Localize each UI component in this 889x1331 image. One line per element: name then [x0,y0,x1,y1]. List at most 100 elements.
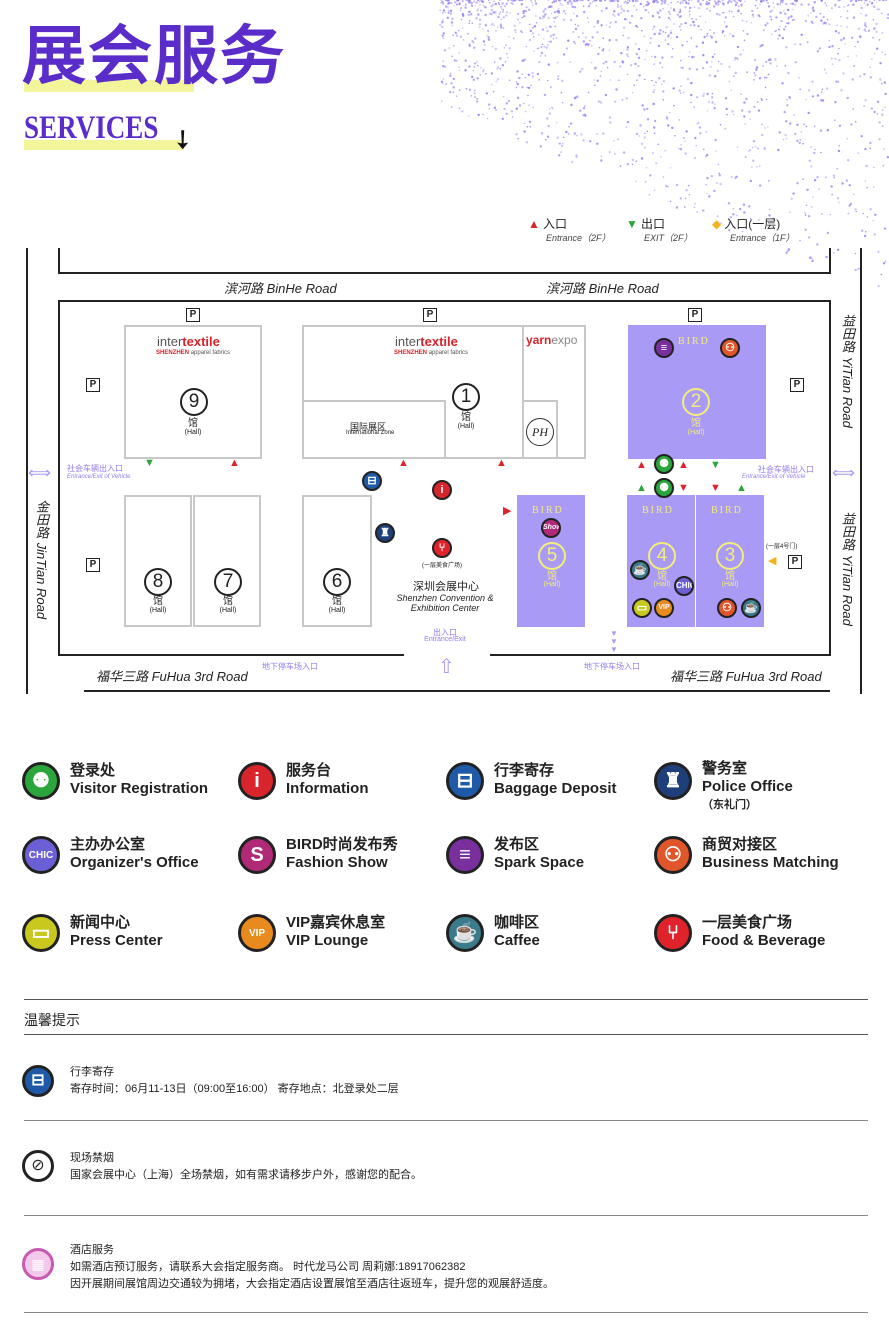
hall-label: 馆 [461,412,471,423]
legend-label: 入口(一层) [724,217,781,231]
entrance-arrow-icon: ▲ [398,457,409,469]
registration-icon[interactable]: ⚉ [654,478,674,498]
intertextile-sublogo: SHENZHEN apparel fabrics [156,350,231,356]
service-label-en: Business Matching [702,854,839,871]
press-center-icon[interactable]: ▭ [632,598,652,618]
road-label-yitian: 益田路 YiTian Road [840,512,855,626]
service-label-en: Visitor Registration [70,780,209,797]
arrow-up-icon: ⇧ [438,656,455,678]
red-arrow-up-icon: ▲ [528,217,540,231]
fashion-show-icon[interactable]: Shows [541,518,561,538]
service-label-cn: 登录处 [70,762,116,779]
hall-number: 6 [323,568,351,596]
food-court-label: (一层美食广场) [422,563,462,569]
entrance-arrow-icon: ▼ [678,482,689,494]
tip-hotel: 酒店服务 如需酒店预订服务，请联系大会指定服务商。 时代龙马公司 周莉娜:189… [70,1242,554,1293]
road-line [490,654,831,656]
road-line [84,690,830,692]
road-label-binhe: 滨河路 BinHe Road [224,281,337,296]
international-zone[interactable] [302,400,446,459]
legend-exit-2f: ▼ 出口 EXIT（2F） [626,218,693,245]
coffee-icon[interactable]: ☕ [630,560,650,580]
coffee-icon[interactable]: ☕ [741,598,761,618]
service-label-en: Baggage Deposit [494,780,617,797]
service-label-en: Spark Space [494,854,585,871]
food-icon[interactable]: ⑂ [432,538,452,558]
exit-arrow-icon: ▼ [144,457,155,469]
registration-icon[interactable]: ⚉ [654,454,674,474]
subtitle-highlight [24,140,184,150]
coffee-icon: ☕ [446,914,484,952]
parking-icon: P [423,308,437,322]
parking-entrance-label: 地下停车场入口 [262,662,318,671]
chevrons-down-icon: ▼▼▼ [610,629,618,654]
road-line [58,272,831,274]
hall-7[interactable] [193,495,261,627]
hall-sublabel: (Hall) [184,429,202,436]
main-exit-label: 出入口 [433,628,457,637]
vip-lounge-icon: VIP [238,914,276,952]
hall-6[interactable] [302,495,372,627]
spark-space-icon[interactable]: ≡ [654,338,674,358]
double-arrow-icon: ⟺ [832,465,855,482]
main-exit-sublabel: Entrance/Exit [424,636,466,643]
center-sublabel: Exhibition Center [410,603,480,613]
entrance-arrow-icon: ▼ [710,482,721,494]
arrow-down-right-icon: ➘ [164,120,202,158]
legend-label: 出口 [640,217,665,231]
police-icon[interactable]: ♜ [375,523,395,543]
yarnexpo-logo: yarnexpo [526,333,578,347]
baggage-icon[interactable]: ⊟ [362,471,382,491]
road-label-yitian: 益田路 YiTian Road [840,314,855,428]
road-line [58,654,404,656]
service-label-cn: 商贸对接区 [702,836,778,853]
business-matching-icon[interactable]: ⚇ [717,598,737,618]
tip-body: 因开展期间展馆周边交通较为拥堵，大会指定酒店设置展馆至酒店往返班车，提升您的观展… [70,1278,554,1290]
service-label-en: Information [286,780,369,797]
tip-body: 如需酒店预订服务，请联系大会指定服务商。 时代龙马公司 周莉娜:18917062… [70,1261,466,1273]
intertextile-logo: intertextile [395,334,458,349]
divider [24,1215,868,1216]
parking-icon: P [790,378,804,392]
tip-baggage: 行李寄存 寄存时间：06月11-13日（09:00至16:00） 寄存地点：北登… [70,1064,399,1098]
service-label-cn: 咖啡区 [494,914,540,931]
hall-number: 8 [144,568,172,596]
no-smoking-icon: ⊘ [22,1150,54,1182]
business-matching-icon[interactable]: ⚇ [720,338,740,358]
service-label-en: Organizer's Office [70,854,199,871]
legend-label: 入口 [542,217,567,231]
service-label-cn: 服务台 [286,762,332,779]
hall-8[interactable] [124,495,192,627]
road-line [26,248,28,694]
yellow-arrow-icon: ◆ [712,217,722,231]
entrance-arrow-icon: ▲ [496,457,507,469]
tip-body: 寄存时间：06月11-13日（09:00至16:00） 寄存地点：北登录处二层 [70,1083,399,1095]
green-arrow-down-icon: ▼ [626,217,638,231]
intl-zone-label: 国际展区 [350,422,387,432]
divider [24,999,868,1000]
divider [24,1120,868,1121]
legend-entrance-2f: ▲ 入口 Entrance（2F） [528,218,611,245]
parking-icon: P [86,558,100,572]
hall-label: 馆 [657,571,667,582]
entrance-arrow-icon: ▲ [678,459,689,471]
police-icon: ♜ [654,762,692,800]
vip-lounge-icon[interactable]: VIP [654,598,674,618]
organizer-icon[interactable]: CHIC [674,576,694,596]
road-label-jintian: 金田路 JinTian Road [34,500,49,620]
divider [24,1312,868,1313]
hall-sublabel: (Hall) [149,607,167,614]
entrance-arrow-icon: ▲ [229,457,240,469]
spark-space-icon: ≡ [446,836,484,874]
entrance-arrow-right-icon: ▶ [503,505,512,517]
tip-smoking: 现场禁烟 国家会展中心（上海）全场禁烟，如有需求请移步户外，感谢您的配合。 [70,1150,422,1184]
hall-sublabel: (Hall) [543,581,561,588]
road-label-fuhua: 福华三路 FuHua 3rd Road [670,669,822,684]
information-icon[interactable]: i [432,480,452,500]
